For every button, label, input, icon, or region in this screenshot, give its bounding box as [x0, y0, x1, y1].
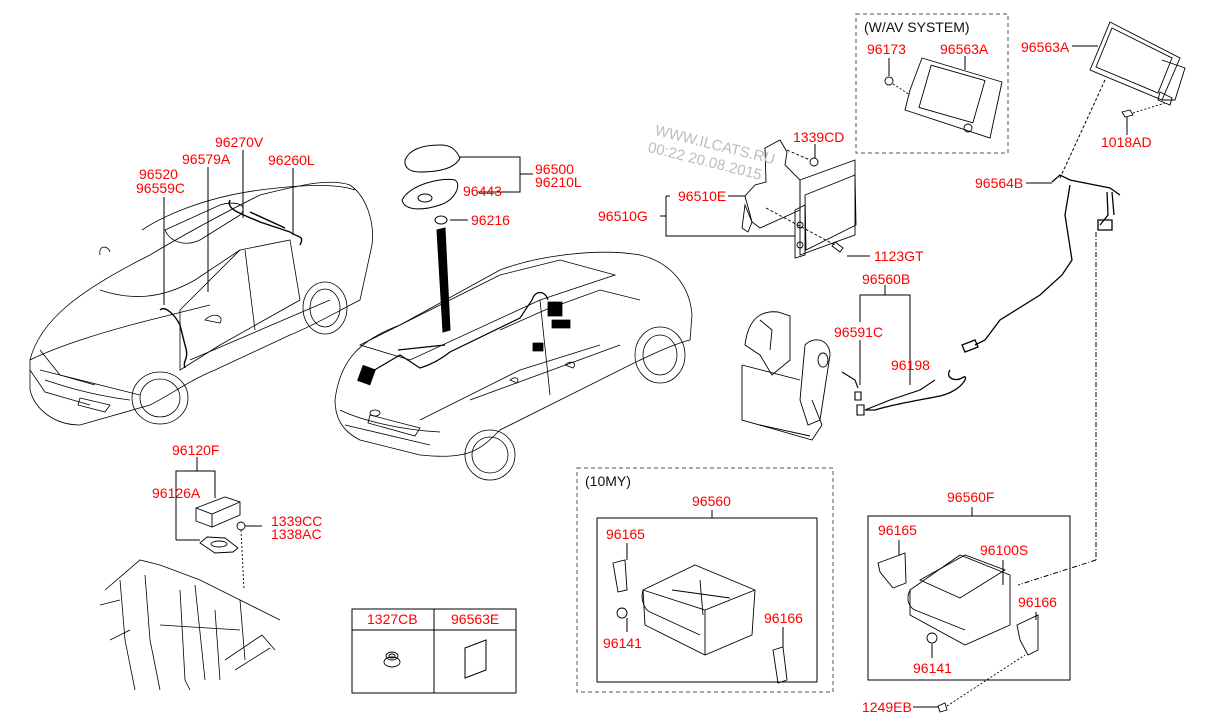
- part-label-96563A-wav[interactable]: 96563A: [940, 41, 989, 57]
- part-label-96210L[interactable]: 96210L: [535, 174, 582, 190]
- part-label-1339CC[interactable]: 1339CC: [271, 513, 323, 529]
- part-label-96520[interactable]: 96520: [139, 166, 178, 182]
- part-label-96559C[interactable]: 96559C: [136, 180, 186, 196]
- part-label-96270V[interactable]: 96270V: [215, 134, 264, 150]
- leader-lines-10my: [627, 543, 783, 647]
- leader-lines-nav: [176, 457, 262, 540]
- part-label-96216[interactable]: 96216: [471, 212, 510, 228]
- table-header-1327CB[interactable]: 1327CB: [367, 611, 418, 627]
- part-label-96198[interactable]: 96198: [891, 357, 930, 373]
- leader-lines-harness: [1018, 183, 1096, 585]
- part-label-96141-f[interactable]: 96141: [913, 660, 952, 676]
- shark-fin-antenna: [402, 145, 460, 332]
- wav-system-title: (W/AV SYSTEM): [864, 19, 970, 35]
- 96560f-assembly-box: [868, 516, 1070, 680]
- part-label-1339CD[interactable]: 1339CD: [793, 129, 845, 145]
- part-label-96560F[interactable]: 96560F: [947, 489, 995, 505]
- leader-lines-rear: [860, 285, 910, 385]
- part-label-96260L[interactable]: 96260L: [268, 152, 315, 168]
- leader-lines-96560f: [899, 540, 1036, 707]
- center-car-illustration: [335, 252, 692, 480]
- part-label-1018AD[interactable]: 1018AD: [1101, 134, 1152, 150]
- part-label-96564B[interactable]: 96564B: [975, 175, 1024, 191]
- leader-lines-wav: [889, 56, 965, 76]
- part-label-96560[interactable]: 96560: [692, 493, 731, 509]
- module-bracket-assembly: [742, 140, 856, 258]
- av-head-unit-small: [885, 58, 1002, 138]
- part-label-96563A[interactable]: 96563A: [1021, 39, 1070, 55]
- part-label-96591C[interactable]: 96591C: [834, 324, 884, 340]
- part-label-1123GT[interactable]: 1123GT: [874, 248, 924, 264]
- 10my-group-title: (10MY): [585, 473, 631, 489]
- left-car-illustration: [30, 182, 373, 425]
- part-label-96500[interactable]: 96500: [535, 161, 574, 177]
- part-label-96165-10my[interactable]: 96165: [606, 526, 645, 542]
- 96560-assembly-box: [597, 518, 817, 682]
- leader-lines-display: [1060, 46, 1127, 178]
- 10my-group-box: [577, 468, 833, 692]
- part-label-96166-f[interactable]: 96166: [1018, 594, 1057, 610]
- rear-cable-96198: [842, 372, 935, 415]
- part-label-96579A[interactable]: 96579A: [182, 151, 231, 167]
- wav-system-group-box: [856, 14, 1008, 153]
- part-label-96165-f[interactable]: 96165: [878, 522, 917, 538]
- part-label-1249EB[interactable]: 1249EB: [862, 699, 912, 715]
- part-label-96443[interactable]: 96443: [463, 183, 502, 199]
- part-label-96100S[interactable]: 96100S: [980, 542, 1029, 558]
- leader-lines-left-car: [164, 150, 293, 305]
- part-label-96166-10my[interactable]: 96166: [764, 610, 803, 626]
- part-label-96141-10my[interactable]: 96141: [603, 635, 642, 651]
- label-sticker-icon: [465, 640, 486, 678]
- navigation-module: [196, 497, 245, 590]
- part-label-96510G[interactable]: 96510G: [598, 208, 648, 224]
- display-unit: [1090, 22, 1185, 117]
- part-label-96126A[interactable]: 96126A: [152, 485, 201, 501]
- part-label-1338AC[interactable]: 1338AC: [271, 526, 322, 542]
- leader-lines-antenna: [450, 157, 533, 220]
- head-unit-96560f: [878, 553, 1038, 712]
- part-label-96560B[interactable]: 96560B: [862, 271, 911, 287]
- part-label-96120F[interactable]: 96120F: [172, 442, 220, 458]
- head-unit-10my: [613, 560, 787, 683]
- leader-lines-module: [660, 144, 870, 256]
- parts-table-grid: [352, 609, 516, 693]
- flange-nut-icon: [384, 652, 400, 667]
- dash-frame-illustration: [100, 560, 280, 690]
- av-harness: [865, 175, 1120, 410]
- part-label-96510E[interactable]: 96510E: [678, 188, 727, 204]
- rear-seat-monitor: [742, 312, 830, 440]
- table-header-96563E[interactable]: 96563E: [451, 611, 500, 627]
- part-label-96173[interactable]: 96173: [867, 41, 906, 57]
